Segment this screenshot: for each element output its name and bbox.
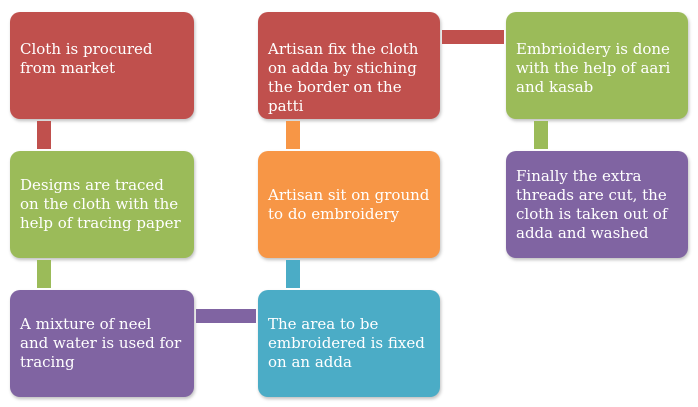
- step-fix-cloth-on-adda-text: Artisan fix the cloth on adda by stichin…: [268, 40, 419, 115]
- step-neel-mixture: A mixture of neel and water is used for …: [10, 290, 194, 397]
- step-artisan-sit-text: Artisan sit on ground to do embroidery: [268, 185, 430, 223]
- step-area-fixed-text: The area to be embroidered is fixed on a…: [268, 315, 425, 371]
- step-designs-traced: Designs are traced on the cloth with the…: [10, 151, 194, 258]
- step-cloth-procured-text: Cloth is procured from market: [20, 40, 153, 77]
- step-finally-cut-text: Finally the extra threads are cut, the c…: [516, 166, 668, 242]
- step-area-fixed: The area to be embroidered is fixed on a…: [258, 290, 440, 397]
- connector-sit-to-fix: [286, 121, 300, 149]
- step-neel-mixture-text: A mixture of neel and water is used for …: [20, 315, 182, 371]
- connector-area-to-sit: [286, 260, 300, 288]
- connector-embroidery-to-cut: [534, 121, 548, 149]
- step-embroidery-done: Embrioidery is done with the help of aar…: [506, 12, 688, 119]
- connector-fix-to-embroidery: [442, 30, 504, 44]
- step-artisan-sit: Artisan sit on ground to do embroidery: [258, 151, 440, 258]
- step-finally-cut: Finally the extra threads are cut, the c…: [506, 151, 688, 258]
- connector-neel-to-area: [196, 309, 256, 323]
- step-cloth-procured: Cloth is procured from market: [10, 12, 194, 119]
- step-designs-traced-text: Designs are traced on the cloth with the…: [20, 176, 181, 232]
- connector-traced-to-neel: [37, 260, 51, 288]
- connector-procured-to-traced: [37, 121, 51, 149]
- step-embroidery-done-text: Embrioidery is done with the help of aar…: [516, 40, 671, 96]
- step-fix-cloth-on-adda: Artisan fix the cloth on adda by stichin…: [258, 12, 440, 119]
